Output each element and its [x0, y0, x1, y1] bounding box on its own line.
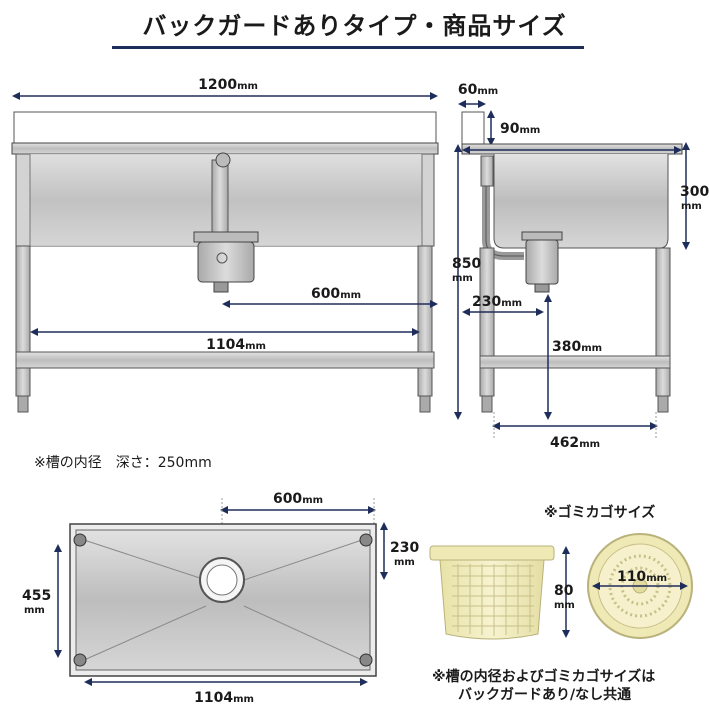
front-shelf — [15, 351, 435, 369]
svg-text:mm: mm — [452, 273, 473, 284]
svg-text:mm: mm — [394, 557, 415, 568]
side-bowl-label: 300 — [680, 184, 709, 200]
side-backguard-label: 60mm — [458, 82, 498, 98]
front-width-label: 1200mm — [198, 77, 258, 93]
side-view: 60mm 90mm 600mm 300 mm 850 mm — [452, 82, 709, 451]
front-drain-trap — [197, 241, 255, 283]
top-bottom-label: 1104mm — [194, 690, 254, 706]
basket-note-line1: ※槽の内径およびゴミカゴサイズは — [432, 669, 656, 685]
front-left-leg — [15, 245, 31, 397]
page-title: バックガードありタイプ・商品サイズ — [142, 12, 567, 40]
title-underline — [112, 46, 584, 49]
front-view: 1200mm 600mm 1104mm — [11, 77, 439, 413]
top-height-label: 455 — [22, 588, 51, 604]
basket-rim — [429, 545, 555, 561]
depth-note: ※槽の内径 深さ：250mm — [34, 455, 212, 471]
front-pipe — [211, 159, 229, 241]
svg-text:mm: mm — [24, 605, 45, 616]
basket-dia-label: 110mm — [617, 569, 667, 585]
side-backguard-height-label: 90mm — [500, 121, 540, 137]
basket-view: 80 mm 110mm — [429, 533, 693, 640]
side-height-label: 850 — [452, 256, 481, 272]
front-right-leg — [417, 245, 433, 397]
top-view: 600mm 230 mm 455 mm 1104mm — [22, 491, 419, 706]
svg-text:mm: mm — [681, 201, 702, 212]
basket-height-label: 80 — [554, 583, 574, 599]
side-leg-label: 462mm — [550, 435, 600, 451]
top-width-label: 600mm — [273, 491, 323, 507]
basket-note-line2: バックガードあり/なし共通 — [458, 687, 632, 703]
svg-text:mm: mm — [554, 600, 575, 611]
front-backguard — [13, 111, 437, 145]
front-top-rim — [11, 142, 439, 155]
basket-body — [439, 559, 545, 640]
basket-heading: ※ゴミカゴサイズ — [544, 505, 656, 521]
side-drain-label: 230mm — [472, 294, 522, 310]
side-shelf-height-label: 380mm — [552, 339, 602, 355]
front-faucet-label: 600mm — [311, 286, 361, 302]
top-side-label: 230 — [390, 540, 419, 556]
front-shelf-label: 1104mm — [206, 337, 266, 353]
